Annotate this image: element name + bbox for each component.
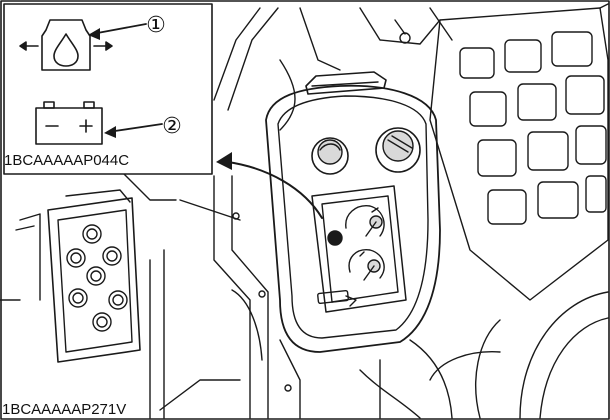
pointer-arrow xyxy=(216,152,323,219)
console-knob-left xyxy=(311,137,349,175)
fuse-panel xyxy=(15,189,141,363)
oil-pressure-warning-icon xyxy=(19,19,113,71)
inset-panel xyxy=(3,3,213,175)
callout-number-1: ① xyxy=(146,13,166,38)
callout-arrow-1 xyxy=(88,23,147,40)
floor-mat-grid xyxy=(429,3,609,301)
callout-arrow-2 xyxy=(104,123,163,138)
seat-cushion xyxy=(429,291,609,419)
main-figure-code: 1BCAAAAAP271V xyxy=(2,401,129,418)
console-housing xyxy=(265,71,441,353)
cabin-structure xyxy=(0,7,453,419)
gauge-panel xyxy=(311,185,407,313)
inset-figure-code: 1BCAAAAAP044C xyxy=(4,152,130,169)
callout-number-2: ② xyxy=(162,114,182,139)
key-switch xyxy=(375,127,421,173)
battery-charge-warning-icon xyxy=(35,101,103,145)
warning-lamp-indicator xyxy=(327,230,343,246)
